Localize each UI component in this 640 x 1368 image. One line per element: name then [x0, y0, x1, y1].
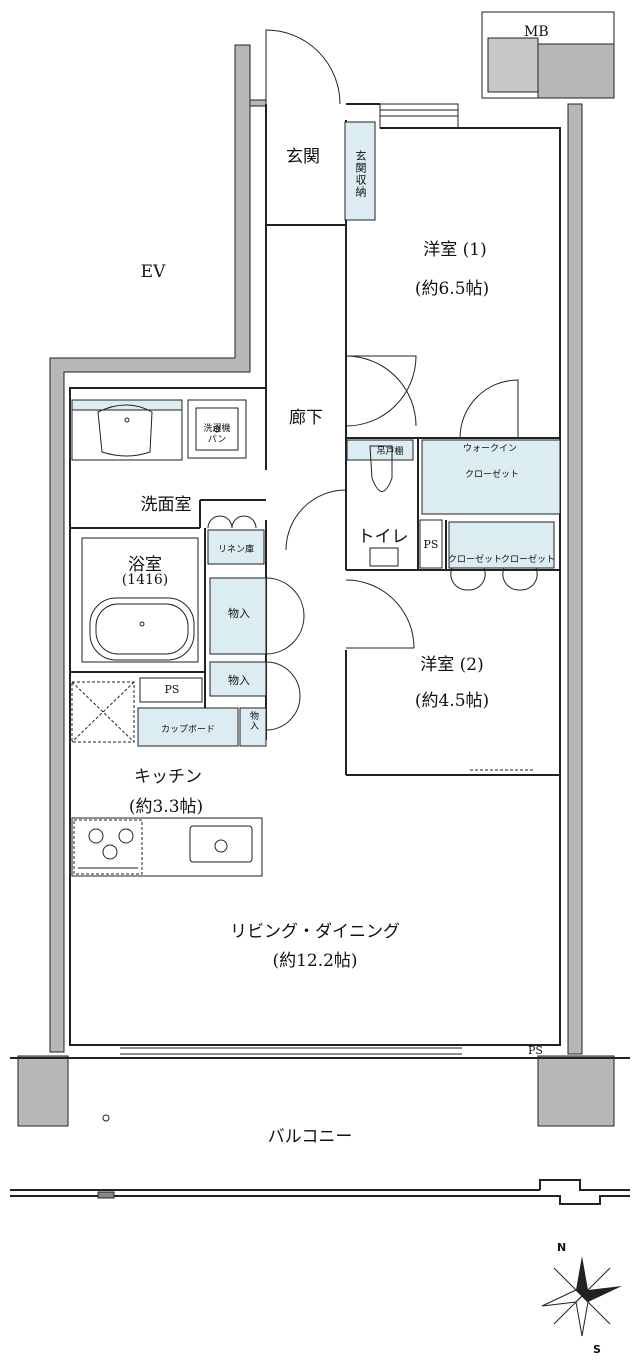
bathroom-size: (1416) — [121, 572, 169, 588]
ps-kitchen-label: PS — [164, 683, 180, 696]
compass-rose — [541, 1256, 622, 1337]
genkan-label: 玄関 — [286, 147, 320, 167]
bedroom2-label: 洋室 (2) — [420, 655, 484, 675]
bedroom1-size: (約6.5帖) — [414, 279, 490, 299]
washer-label-1: 洗濯機 — [203, 424, 231, 434]
walkin-label-2: クローゼット — [464, 470, 520, 480]
ps-toilet-label: PS — [423, 538, 439, 551]
washroom-label: 洗面室 — [140, 495, 192, 515]
ps-living-label: PS — [528, 1044, 543, 1057]
walkin-fill — [421, 439, 561, 515]
closet-a-label: クローゼット — [447, 555, 503, 565]
compass-s-label: S — [593, 1343, 601, 1356]
fixtures — [71, 399, 443, 1199]
compass-n-label: N — [557, 1241, 567, 1254]
ev-label: EV — [140, 262, 166, 282]
bedroom1-label: 洋室 (1) — [423, 240, 487, 260]
washer-label-2: パン — [207, 435, 227, 445]
closet-fill — [448, 521, 555, 569]
linen-fill — [207, 529, 265, 565]
bathroom-label: 浴室 — [128, 555, 162, 575]
door-swings — [207, 29, 538, 731]
hanging-shelf-label: 吊戸棚 — [376, 447, 404, 457]
interior-walls — [10, 103, 630, 1205]
storage2-label: 物入 — [228, 674, 250, 687]
closet-b-label: クローゼット — [500, 555, 556, 565]
exterior-walls — [17, 44, 615, 1127]
balcony-label: バルコニー — [267, 1127, 353, 1147]
mb-label: MB — [524, 24, 549, 40]
genkan-storage-fill — [344, 121, 376, 221]
living-label: リビング・ダイニング — [230, 922, 400, 942]
walkin-label-1: ウォークイン — [462, 444, 518, 454]
bedroom2-size: (約4.5帖) — [414, 691, 490, 711]
mb-box — [481, 11, 615, 99]
linen-label: リネン庫 — [217, 545, 255, 555]
kitchen-size: (約3.3帖) — [128, 797, 204, 817]
cupboard-fill — [137, 707, 239, 747]
windows — [120, 103, 534, 1055]
genkan-storage-label: 玄関収納 — [354, 150, 367, 198]
kitchen-label: キッチン — [134, 767, 202, 787]
toilet-label: トイレ — [357, 527, 409, 547]
storage2-fill — [209, 661, 267, 697]
hanging-shelf-fill — [346, 439, 414, 461]
storage1-label: 物入 — [228, 607, 250, 620]
corridor-label: 廊下 — [289, 408, 323, 428]
storage1-fill — [209, 577, 267, 655]
storage3-fill — [239, 707, 267, 747]
storage3-label: 物入 — [248, 711, 258, 731]
storage-fills — [71, 121, 561, 747]
cupboard-label: カップボード — [160, 725, 216, 735]
living-size: (約12.2帖) — [272, 951, 358, 971]
